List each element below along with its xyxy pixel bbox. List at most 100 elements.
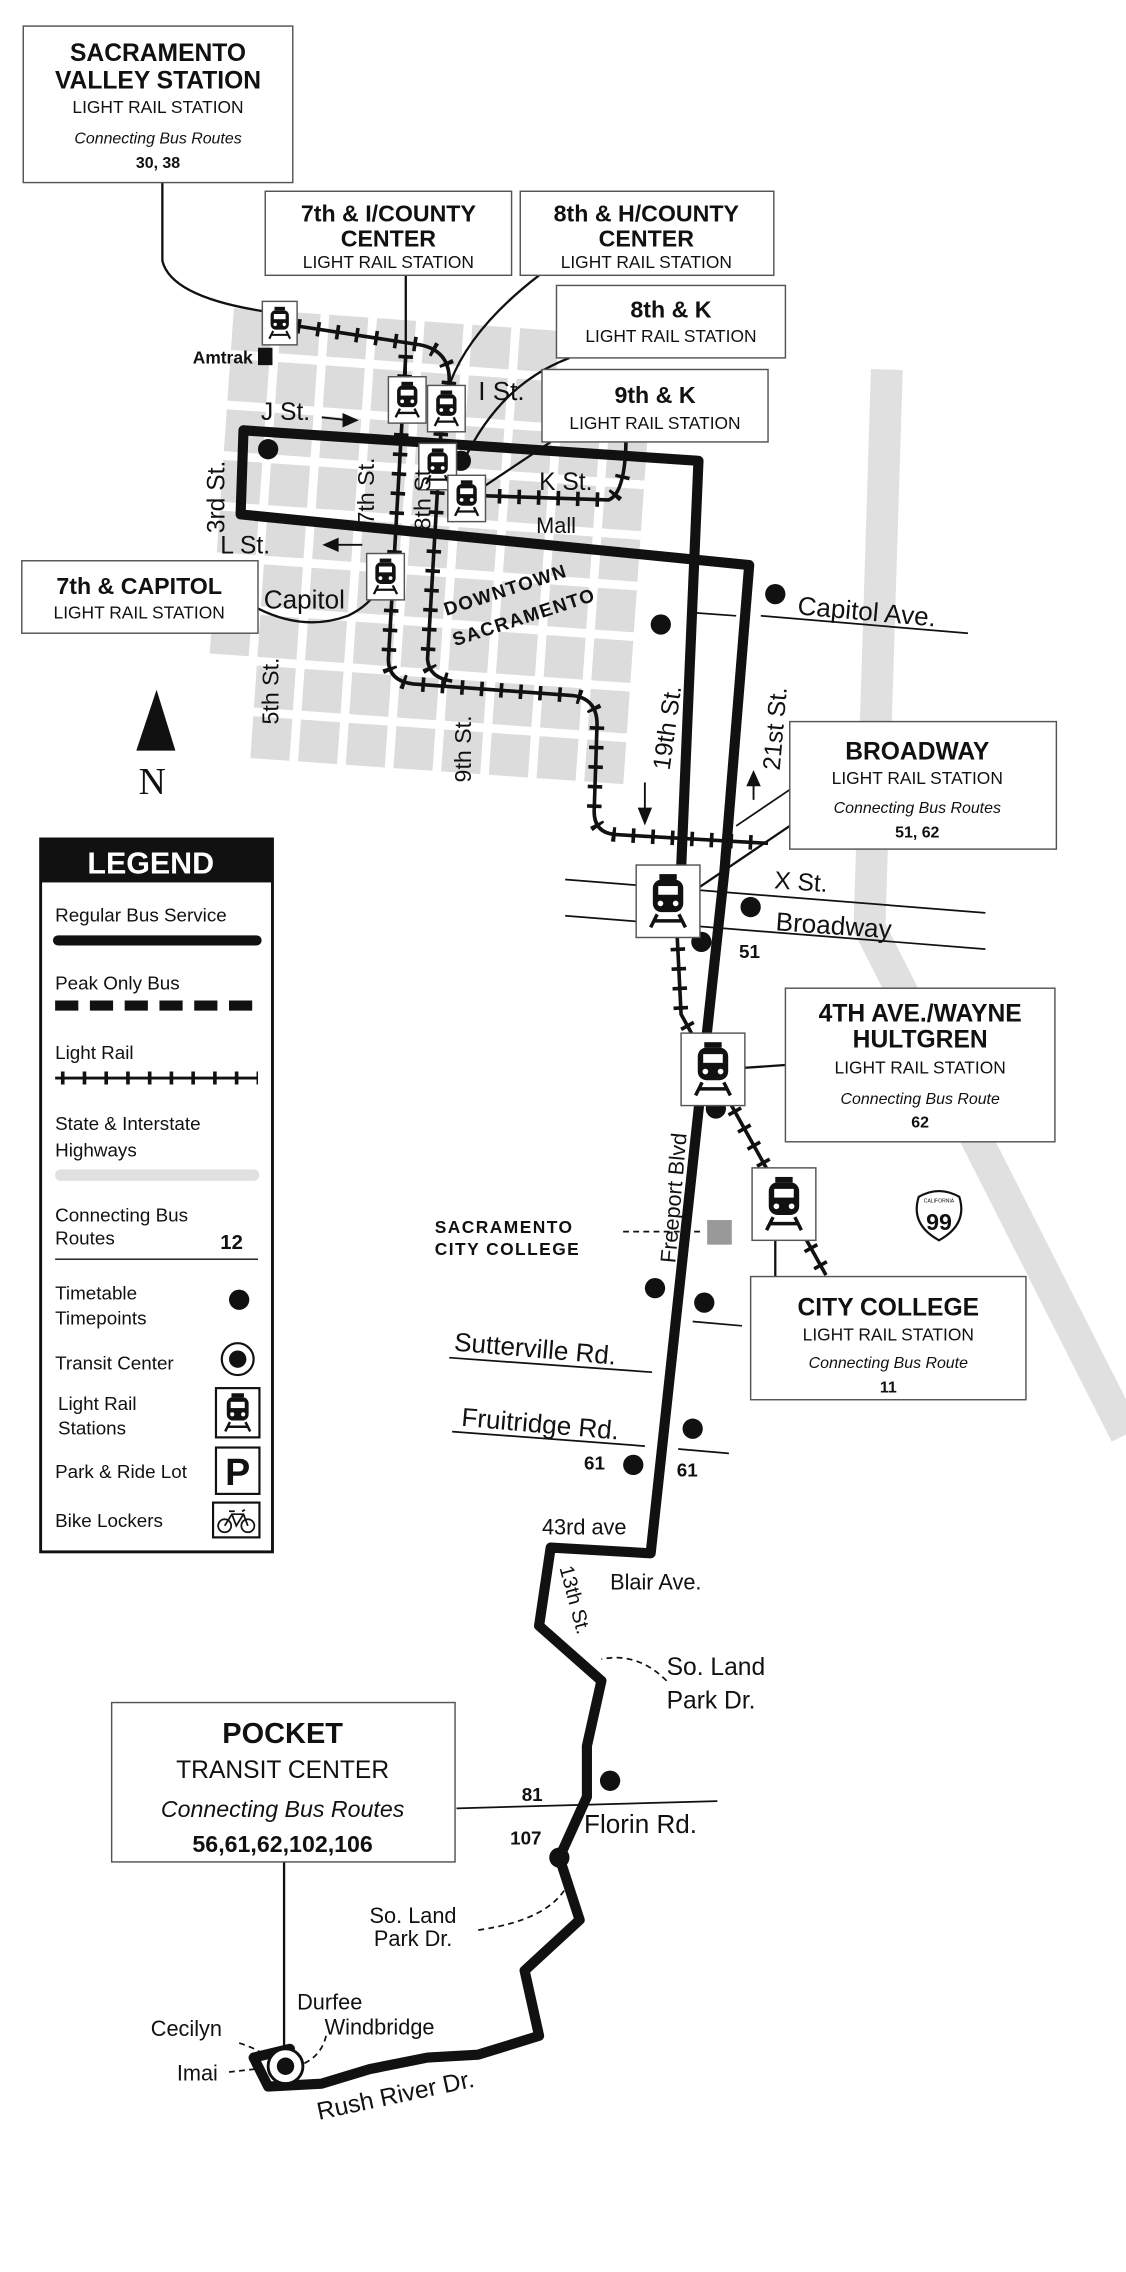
city-block <box>488 732 531 778</box>
scc-label-1: SACRAMENTO <box>435 1217 574 1237</box>
svg-text:7th & CAPITOL: 7th & CAPITOL <box>56 573 222 599</box>
k-st-label: K St. <box>539 469 592 496</box>
station-8th-h: 8th & H/COUNTY CENTER LIGHT RAIL STATION <box>519 190 775 277</box>
city-block <box>591 638 634 683</box>
city-block <box>345 722 388 768</box>
so-land-park-label: Park Dr. <box>667 1687 756 1714</box>
svg-text:CENTER: CENTER <box>341 225 437 251</box>
direction-arrows <box>321 412 761 826</box>
7th-st-label: 7th St. <box>353 458 379 525</box>
capitol-ave-label: Capitol Ave. <box>796 590 937 632</box>
train-icon <box>214 1387 261 1439</box>
svg-text:30, 38: 30, 38 <box>136 155 180 172</box>
svg-text:BROADWAY: BROADWAY <box>845 738 990 765</box>
station-4th-ave: 4TH AVE./WAYNE HULTGREN LIGHT RAIL STATI… <box>784 987 1056 1143</box>
cecilyn-label: Cecilyn <box>151 2016 222 2041</box>
north-label: N <box>139 761 166 803</box>
timepoints <box>257 439 786 1868</box>
legend: LEGEND Regular Bus Service Peak Only Bus… <box>39 837 274 1554</box>
svg-text:Connecting Bus: Connecting Bus <box>55 1204 188 1225</box>
train-icon <box>261 300 298 346</box>
city-block <box>594 587 637 633</box>
svg-text:12: 12 <box>220 1232 243 1254</box>
svg-text:Stations: Stations <box>58 1417 126 1438</box>
city-block <box>352 621 395 667</box>
svg-text:Timetable: Timetable <box>55 1283 137 1304</box>
city-block <box>250 716 293 761</box>
svg-text:CALIFORNIA: CALIFORNIA <box>924 1199 955 1205</box>
5th-st-label: 5th St. <box>257 658 283 725</box>
light-rail-station-icons <box>261 300 817 1242</box>
city-block <box>451 577 494 623</box>
city-block <box>322 365 365 410</box>
college-marker <box>707 1220 732 1245</box>
station-pocket: POCKET TRANSIT CENTER Connecting Bus Rou… <box>110 1701 456 1863</box>
city-block <box>499 581 542 626</box>
station-sacramento-valley: SACRAMENTO VALLEY STATION LIGHT RAIL STA… <box>22 25 294 184</box>
scc-label-2: CITY COLLEGE <box>435 1239 580 1259</box>
highway-99 <box>853 368 1126 1442</box>
svg-text:Connecting Bus Route: Connecting Bus Route <box>809 1355 968 1372</box>
svg-text:LIGHT RAIL STATION: LIGHT RAIL STATION <box>569 413 740 433</box>
svg-text:LIGHT RAIL STATION: LIGHT RAIL STATION <box>832 768 1003 788</box>
city-block <box>315 466 358 512</box>
train-icon <box>426 384 466 433</box>
svg-text:4TH AVE./WAYNE: 4TH AVE./WAYNE <box>819 1001 1022 1028</box>
station-9th-k: 9th & K LIGHT RAIL STATION <box>541 368 769 443</box>
train-icon <box>387 376 427 424</box>
amtrak-label: Amtrak <box>193 348 253 368</box>
svg-text:CENTER: CENTER <box>599 225 695 251</box>
svg-text:62: 62 <box>911 1114 929 1131</box>
svg-text:Timepoints: Timepoints <box>55 1307 146 1328</box>
21st-st-label: 21st St. <box>759 686 793 772</box>
svg-text:SACRAMENTO: SACRAMENTO <box>70 40 246 67</box>
13th-st-label: 13th St. <box>555 1563 594 1636</box>
svg-text:TRANSIT CENTER: TRANSIT CENTER <box>176 1757 389 1784</box>
svg-text:LIGHT RAIL STATION: LIGHT RAIL STATION <box>54 603 225 623</box>
svg-text:LIGHT RAIL STATION: LIGHT RAIL STATION <box>803 1324 974 1344</box>
route-107-label: 107 <box>510 1828 541 1849</box>
svg-text:56,61,62,102,106: 56,61,62,102,106 <box>192 1831 373 1857</box>
city-block <box>253 665 296 711</box>
city-block <box>517 328 560 373</box>
train-icon <box>680 1032 746 1107</box>
svg-text:Routes: Routes <box>55 1228 115 1249</box>
svg-text:8th & H/COUNTY: 8th & H/COUNTY <box>554 201 740 227</box>
legend-title: LEGEND <box>87 847 214 881</box>
city-block <box>393 726 436 771</box>
train-icon <box>447 474 487 523</box>
downtown-blocks <box>209 308 651 785</box>
windbridge-label: Windbridge <box>325 2014 435 2039</box>
station-7th-capitol: 7th & CAPITOL LIGHT RAIL STATION <box>21 560 259 634</box>
svg-text:Regular Bus Service: Regular Bus Service <box>55 905 227 926</box>
svg-text:P: P <box>225 1451 250 1493</box>
city-block <box>257 614 300 660</box>
imai-label: Imai <box>177 2061 218 2086</box>
svg-text:9th & K: 9th & K <box>614 382 695 408</box>
city-block <box>275 362 318 407</box>
route-61-label: 61 <box>584 1452 605 1473</box>
city-block <box>363 469 406 515</box>
transit-center-icon <box>266 2047 305 2086</box>
3rd-st-label: 3rd St. <box>204 461 231 534</box>
city-block <box>469 324 512 370</box>
svg-text:LIGHT RAIL STATION: LIGHT RAIL STATION <box>835 1058 1006 1078</box>
43rd-ave-label: 43rd ave <box>542 1514 627 1539</box>
svg-text:POCKET: POCKET <box>222 1718 343 1750</box>
street-labels: Amtrak J St. I St. 3rd St. 7th St. 8th S… <box>151 348 938 2126</box>
city-block <box>448 628 491 673</box>
svg-text:Bike Lockers: Bike Lockers <box>55 1510 163 1531</box>
svg-text:8th & K: 8th & K <box>630 296 711 322</box>
svg-text:Connecting Bus Route: Connecting Bus Route <box>841 1091 1000 1108</box>
svg-text:7th & I/COUNTY: 7th & I/COUNTY <box>301 201 477 227</box>
svg-text:Highways: Highways <box>55 1139 137 1160</box>
j-st-label: J St. <box>261 399 310 426</box>
svg-text:51, 62: 51, 62 <box>895 825 939 842</box>
bike-icon <box>211 1501 261 1539</box>
svg-text:LIGHT RAIL STATION: LIGHT RAIL STATION <box>303 252 474 272</box>
l-st-label: L St. <box>220 533 270 560</box>
transit-center-icon <box>220 1342 255 1377</box>
so-land-park-label: So. Land <box>370 1903 457 1928</box>
svg-text:LIGHT RAIL STATION: LIGHT RAIL STATION <box>585 326 756 346</box>
